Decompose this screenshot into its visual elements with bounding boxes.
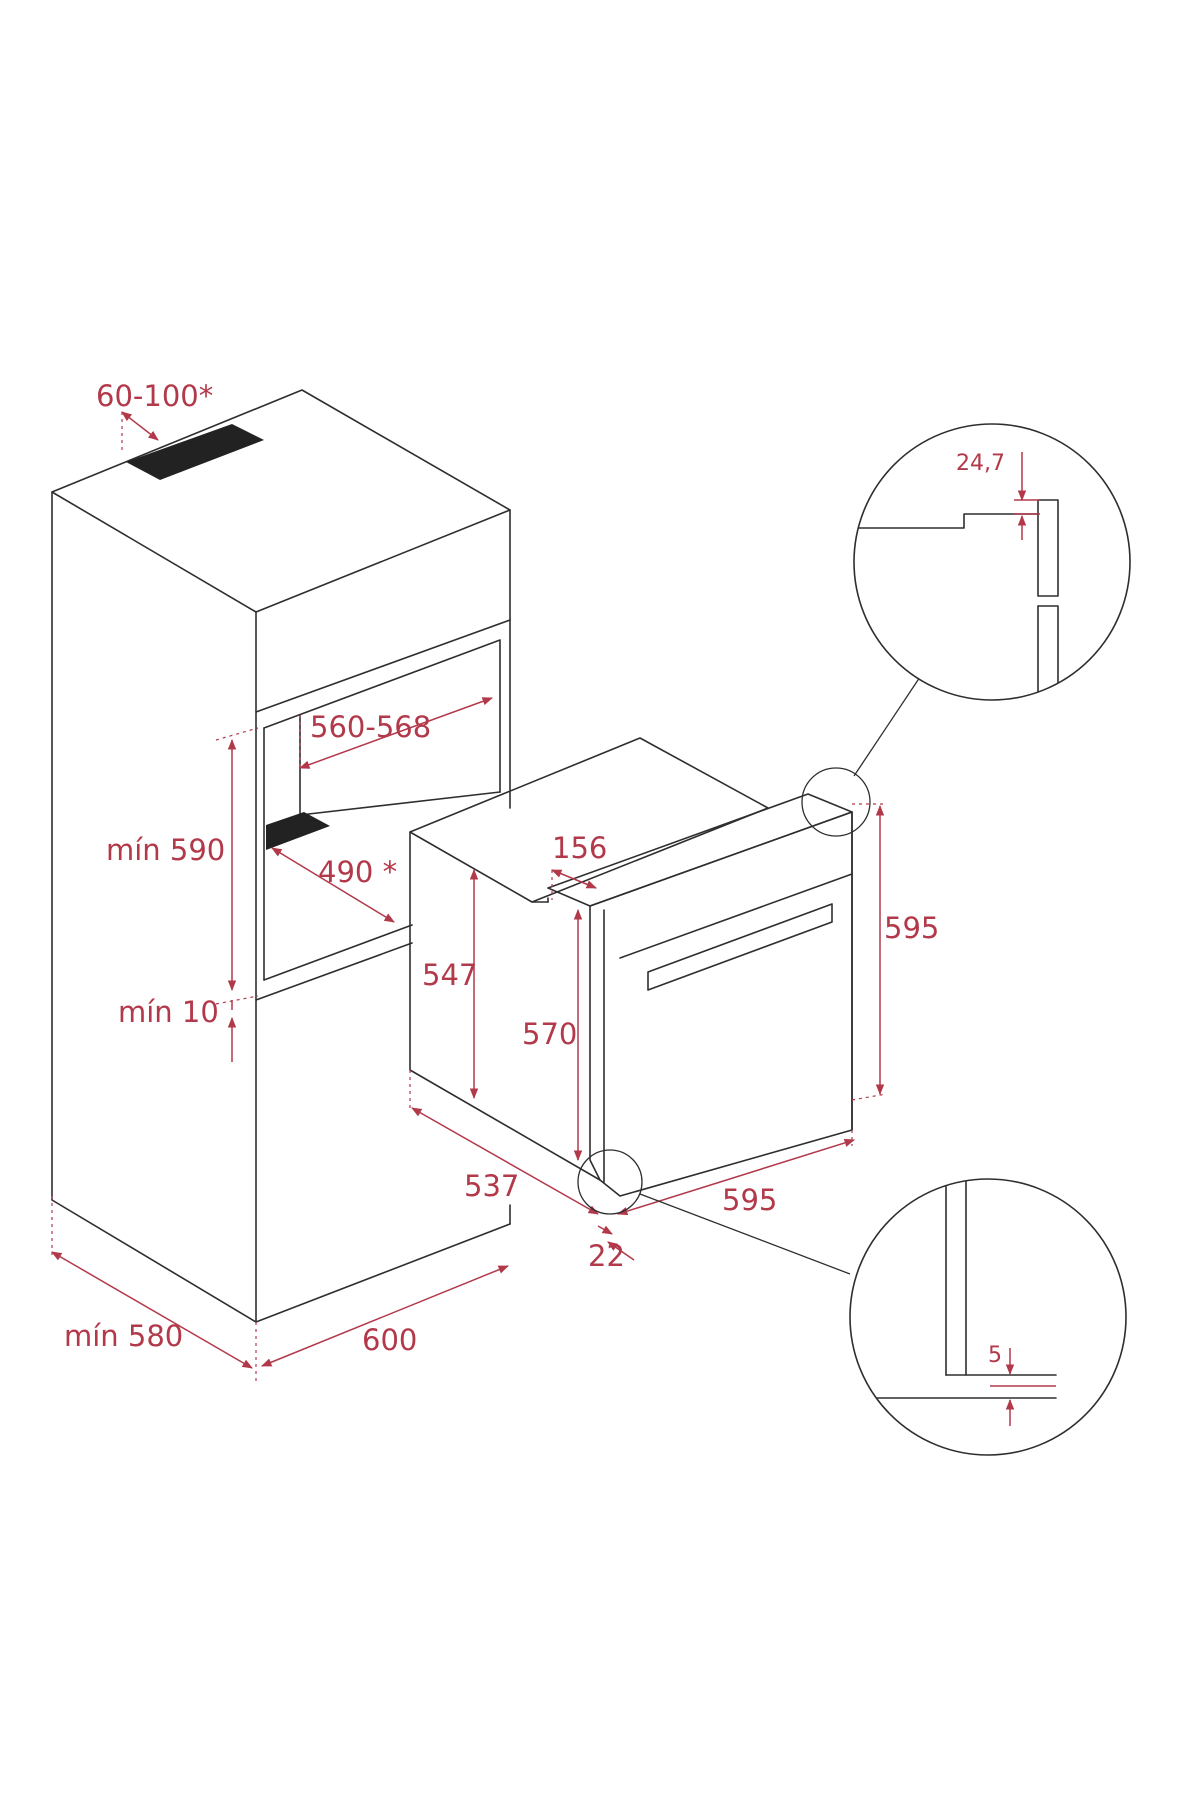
dim-niche-height: mín 590: [106, 833, 225, 867]
dim-cabinet-width: 600: [362, 1323, 417, 1357]
dim-cabinet-depth: mín 580: [64, 1319, 183, 1353]
dim-gap-below: mín 10: [118, 995, 219, 1029]
dimensions: 60-100* 560-568 mín 590 490 * mín 10 mín…: [51, 379, 939, 1382]
dim-top-offset: 156: [552, 831, 607, 865]
dim-body-height: 547: [422, 958, 477, 992]
detail-callouts: 24,7 5: [577, 423, 1131, 1456]
dim-body-depth: 537: [464, 1169, 519, 1203]
dim-front-height: 570: [522, 1017, 577, 1051]
dim-oven-width: 595: [722, 1183, 777, 1217]
dim-niche-width: 560-568: [310, 710, 431, 744]
dim-front-thickness: 22: [588, 1239, 625, 1273]
dim-oven-height: 595: [884, 911, 939, 945]
dim-vent-gap: 60-100*: [96, 379, 213, 413]
dim-detail-bottom: 5: [988, 1343, 1002, 1368]
dim-niche-depth: 490 *: [318, 855, 397, 889]
dim-detail-top: 24,7: [956, 451, 1005, 476]
